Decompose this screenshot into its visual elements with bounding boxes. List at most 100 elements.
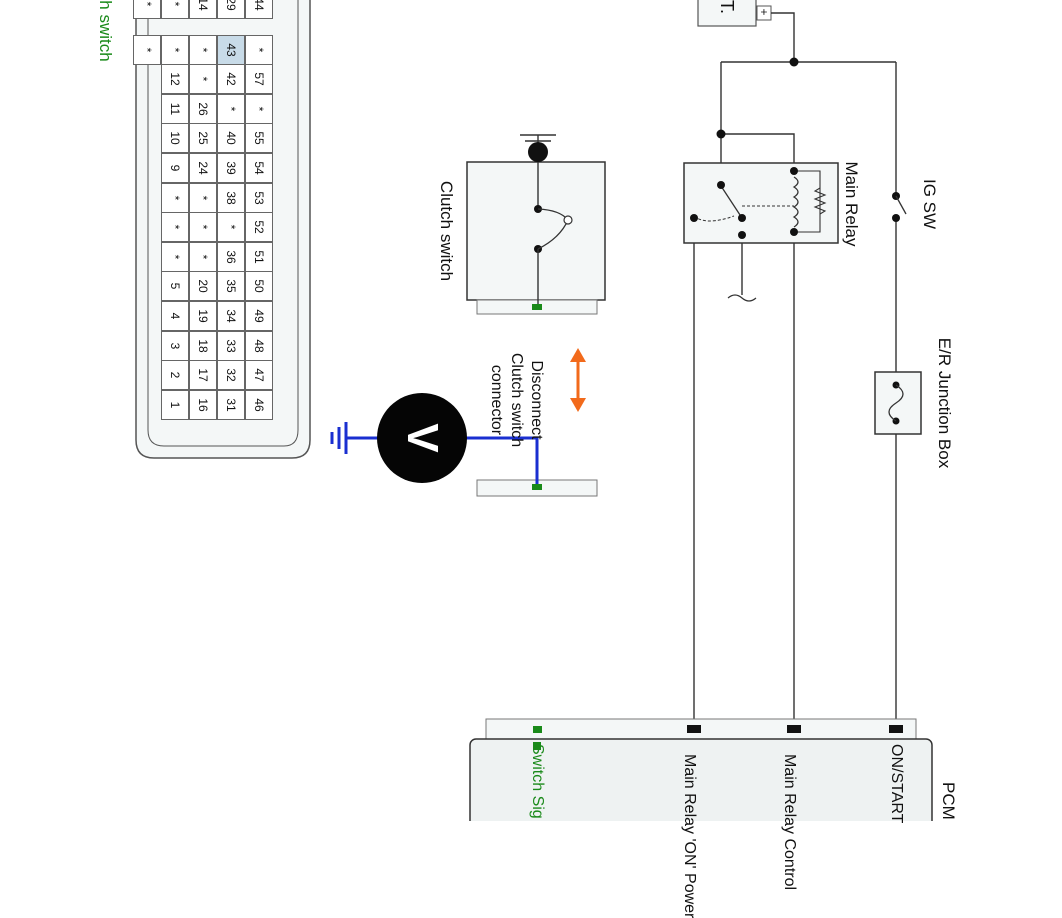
connector-pin: * (133, 0, 161, 19)
disconnect-arrow-head-up (570, 348, 586, 362)
connector-pin: 53 (245, 182, 273, 213)
connector-pin: 42 (217, 64, 245, 95)
disconnect-arrow-head-down (570, 398, 586, 412)
relay-node (790, 167, 798, 175)
wire-break-symbol (727, 294, 757, 302)
connector-pin (133, 183, 159, 211)
pcm-pin (787, 725, 801, 733)
connector-pin: 47 (245, 360, 273, 391)
battery-label: T. (717, 0, 737, 14)
connector-pin: 55 (245, 123, 273, 154)
connector-pin: 26 (189, 93, 217, 124)
connector-pin: * (189, 212, 217, 243)
connector-pin: 44 (245, 0, 273, 19)
connector-pin: 10 (161, 123, 189, 154)
connector-pin: * (189, 64, 217, 95)
connector-pin: 4 (161, 301, 189, 331)
connector-pin: * (245, 93, 273, 124)
connector-pin: 32 (217, 360, 245, 391)
connector-pin: 48 (245, 330, 273, 361)
meter-lead-wire (466, 436, 539, 484)
wire-battery (771, 12, 795, 62)
connector-pin: 50 (245, 271, 273, 302)
connector-pin: 54 (245, 153, 273, 183)
connector-pin: * (161, 182, 189, 213)
connector-pin: * (133, 34, 161, 65)
connector-pin: * (189, 34, 217, 65)
connector-pin: 57 (245, 64, 273, 95)
wire-relay-coil-feed (721, 133, 795, 171)
connector-pin (133, 94, 159, 122)
pcm-terminal-main-relay-power: Main Relay 'ON' Power (659, 754, 699, 918)
pcm-terminal-line: Main Relay 'ON' Power (681, 754, 698, 918)
connector-pin (133, 242, 159, 270)
connector-pin: * (161, 0, 189, 19)
connector-pin: * (245, 34, 273, 65)
connector-pin: 17 (189, 360, 217, 391)
relay-node (738, 214, 746, 222)
connector-pin: 11 (161, 93, 189, 124)
connector-pin: 18 (189, 330, 217, 361)
relay-switch-blade (720, 185, 743, 219)
pcm-terminal-line: Main Relay Control (781, 754, 798, 891)
ig-switch-contact (892, 214, 900, 222)
connector-pin: 36 (217, 241, 245, 272)
connector-pin: 19 (189, 301, 217, 331)
clutch-terminal-green (532, 304, 542, 310)
junction-dot (789, 57, 799, 67)
connector-pin: 24 (189, 153, 217, 183)
disconnect-note: Disconnect Clutch switch connector (482, 350, 546, 450)
ig-switch-blade (895, 195, 907, 215)
connector-pin: 38 (217, 182, 245, 213)
connector-pin: 20 (189, 271, 217, 302)
connector-pin: 14 (189, 0, 217, 19)
connector-caption: h switch (96, 0, 115, 62)
clutch-ground-node (528, 142, 548, 162)
connector-pin: 25 (189, 123, 217, 154)
connector-pin: * (161, 241, 189, 272)
clutch-switch-box (466, 161, 606, 301)
connector-pin (133, 360, 159, 388)
connector-pin: 52 (245, 212, 273, 243)
connector-pin: 5 (161, 271, 189, 302)
pcm-switch-sig-marker (533, 742, 541, 750)
disconnect-note-line: Clutch switch (508, 352, 525, 448)
connector-pin: 35 (217, 271, 245, 302)
connector-pin (133, 271, 159, 299)
connector-pin (133, 64, 159, 92)
connector-pin: * (217, 93, 245, 124)
disconnect-note-line: Disconnect (528, 360, 545, 440)
battery-box (697, 0, 757, 27)
connector-pin: 29 (217, 0, 245, 19)
relay-node (738, 231, 746, 239)
connector-pin (133, 331, 159, 359)
connector-pin: 9 (161, 153, 189, 183)
relay-resistor (813, 187, 827, 215)
connector-pin: * (217, 212, 245, 243)
junction-box-label: E/R Junction Box (935, 337, 954, 469)
connector-pin (133, 212, 159, 240)
connector-pin (133, 153, 159, 181)
connector-pin: 31 (217, 389, 245, 420)
connector-pin: * (189, 182, 217, 213)
connector-inner-outline (147, 0, 299, 447)
fuse-symbol (888, 384, 904, 422)
relay-node (717, 181, 725, 189)
clutch-pivot (563, 215, 573, 225)
connector-pin: 2 (161, 360, 189, 391)
pcm-pin (889, 725, 903, 733)
connector-pin: * (161, 212, 189, 243)
pcm-pin (687, 725, 701, 733)
connector-pin (133, 123, 159, 151)
connector-pin: 34 (217, 301, 245, 331)
connector-pin: * (161, 34, 189, 65)
connector-pin (133, 301, 159, 329)
pcm-title: PCM (939, 782, 958, 820)
battery-polarity: + (757, 8, 771, 16)
main-relay-box (683, 162, 839, 244)
connector-pin (133, 390, 159, 418)
connector-pin: 39 (217, 153, 245, 183)
pcm-terminal-main-relay-control: Main Relay Control (759, 754, 799, 891)
junction-box (874, 371, 922, 435)
main-relay-label: Main Relay (842, 161, 861, 247)
